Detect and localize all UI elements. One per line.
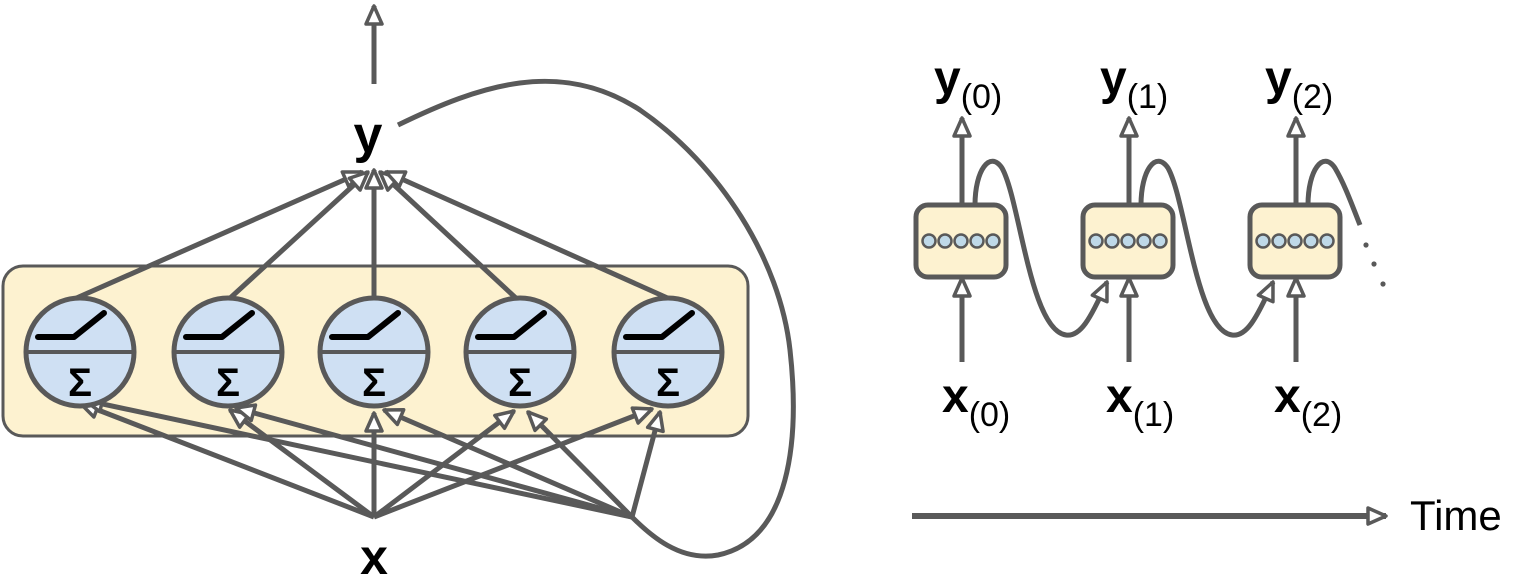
input-label-x1: x(1)	[1106, 370, 1174, 434]
cell-unit	[1271, 233, 1287, 249]
unrolled-through-time-panel: y(0) x(0) y(1)	[912, 52, 1502, 539]
recurrent-link-1-to-2	[1138, 158, 1276, 338]
output-label-y2: y(2)	[1265, 52, 1333, 116]
time-step-2: y(2) x(2)	[1247, 52, 1343, 434]
neurons: Σ Σ Σ Σ	[23, 295, 725, 409]
cell-unit	[1104, 233, 1120, 249]
recurrent-link-2-continuation	[1305, 158, 1363, 226]
recurrent-connections	[972, 158, 1363, 338]
arrow-neuron4-to-y	[378, 170, 520, 302]
arrow-loop-to-neuron4	[526, 410, 634, 519]
neuron-3: Σ	[317, 295, 431, 409]
cell-unit	[1136, 233, 1152, 249]
relu-icon	[475, 310, 547, 340]
ellipsis-dot	[1380, 281, 1386, 287]
ellipsis-dot	[1363, 242, 1369, 248]
cell-unit	[985, 233, 1001, 249]
cell-unit	[1303, 233, 1319, 249]
arrow-loop-to-neuron3	[382, 407, 633, 520]
arrow-neuron2-to-y	[226, 170, 370, 302]
cell-unit	[953, 233, 969, 249]
arrow-loop-to-neuron2	[234, 403, 633, 520]
sum-symbol: Σ	[656, 361, 680, 405]
input-label-x0: x(0)	[942, 370, 1010, 434]
output-label-y1: y(1)	[1100, 52, 1168, 116]
recurrent-layer-panel: y	[1, 4, 796, 578]
neuron-2: Σ	[171, 295, 285, 409]
cell-unit	[1088, 233, 1104, 249]
time-step-1: y(1) x(1)	[1080, 52, 1176, 434]
neuron-4: Σ	[463, 295, 577, 409]
continuation-ellipsis	[1363, 242, 1386, 287]
relu-icon	[329, 310, 401, 340]
cell-unit	[1255, 233, 1271, 249]
cell-unit	[969, 233, 985, 249]
cell-unit	[1120, 233, 1136, 249]
relu-icon	[35, 310, 107, 340]
arrow-loop-to-neuron5	[629, 410, 665, 518]
sum-symbol: Σ	[68, 361, 92, 405]
recurrent-link-0-to-1	[972, 158, 1110, 338]
relu-icon	[623, 310, 695, 340]
sum-symbol: Σ	[216, 361, 240, 405]
neuron-1: Σ	[23, 295, 137, 409]
arrow-x-to-neuron1	[78, 400, 375, 520]
arrow-loop-to-neuron1	[82, 394, 633, 520]
cell-units-0	[921, 233, 1001, 249]
recurrent-loop	[396, 78, 796, 559]
cell-unit	[921, 233, 937, 249]
cell-unit	[937, 233, 953, 249]
input-label-x: x	[360, 529, 388, 578]
cell-unit	[1152, 233, 1168, 249]
cell-unit	[1287, 233, 1303, 249]
cell-unit	[1319, 233, 1335, 249]
input-label-x2: x(2)	[1274, 370, 1342, 434]
arrow-neuron1-to-y	[70, 169, 364, 303]
input-to-neuron-arrows	[78, 394, 665, 520]
sum-symbol: Σ	[362, 361, 386, 405]
time-label: Time	[1410, 492, 1502, 539]
cell-units-1	[1088, 233, 1168, 249]
relu-icon	[183, 310, 255, 340]
neuron-5: Σ	[611, 295, 725, 409]
arrow-x-to-neuron2	[228, 407, 376, 520]
cell-units-2	[1255, 233, 1335, 249]
ellipsis-dot	[1371, 261, 1377, 267]
time-step-0: y(0) x(0)	[913, 52, 1010, 434]
output-label-y: y	[354, 106, 383, 164]
arrow-neuron5-to-y	[384, 169, 674, 303]
output-label-y0: y(0)	[934, 52, 1002, 116]
neuron-to-output-arrows	[70, 168, 674, 303]
sum-symbol: Σ	[508, 361, 532, 405]
